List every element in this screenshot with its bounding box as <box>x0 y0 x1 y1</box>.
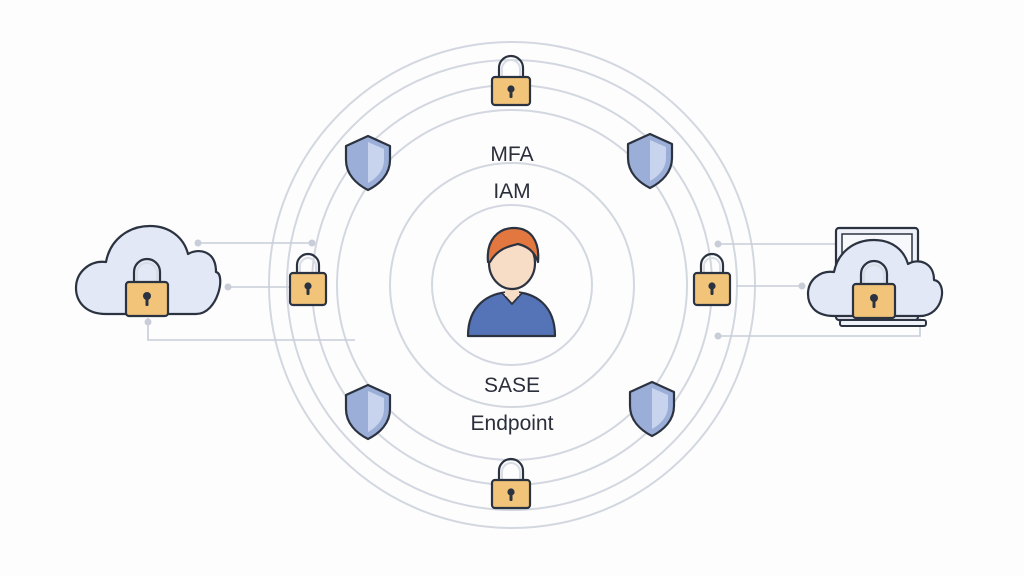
padlock-icon <box>124 257 170 318</box>
dot <box>308 239 316 247</box>
dot <box>144 318 152 326</box>
shield-icon <box>626 132 674 190</box>
label-iam: IAM <box>493 180 531 203</box>
dot <box>714 332 722 340</box>
label-endpoint: Endpoint <box>470 412 554 435</box>
dot <box>798 282 806 290</box>
padlock-icon <box>288 252 328 307</box>
dot <box>224 283 232 291</box>
connector-dots <box>144 239 806 340</box>
shield-icon <box>344 383 392 441</box>
user-avatar-icon <box>466 226 557 338</box>
shield-icon <box>628 380 676 438</box>
connector-left-bottom <box>147 318 355 341</box>
dot <box>194 239 202 247</box>
ring-2 <box>389 162 635 408</box>
padlock-icon <box>692 252 732 307</box>
padlock-icon <box>851 259 897 320</box>
ring-inner <box>431 204 593 366</box>
cloud-icon <box>74 224 222 316</box>
padlock-icon <box>490 54 532 107</box>
label-sase: SASE <box>483 374 541 397</box>
shield-icon <box>344 134 392 192</box>
label-mfa: MFA <box>490 143 534 166</box>
padlock-icon <box>490 457 532 510</box>
ring-outer <box>268 41 756 529</box>
cloud-icon <box>806 238 944 318</box>
dot <box>714 240 722 248</box>
